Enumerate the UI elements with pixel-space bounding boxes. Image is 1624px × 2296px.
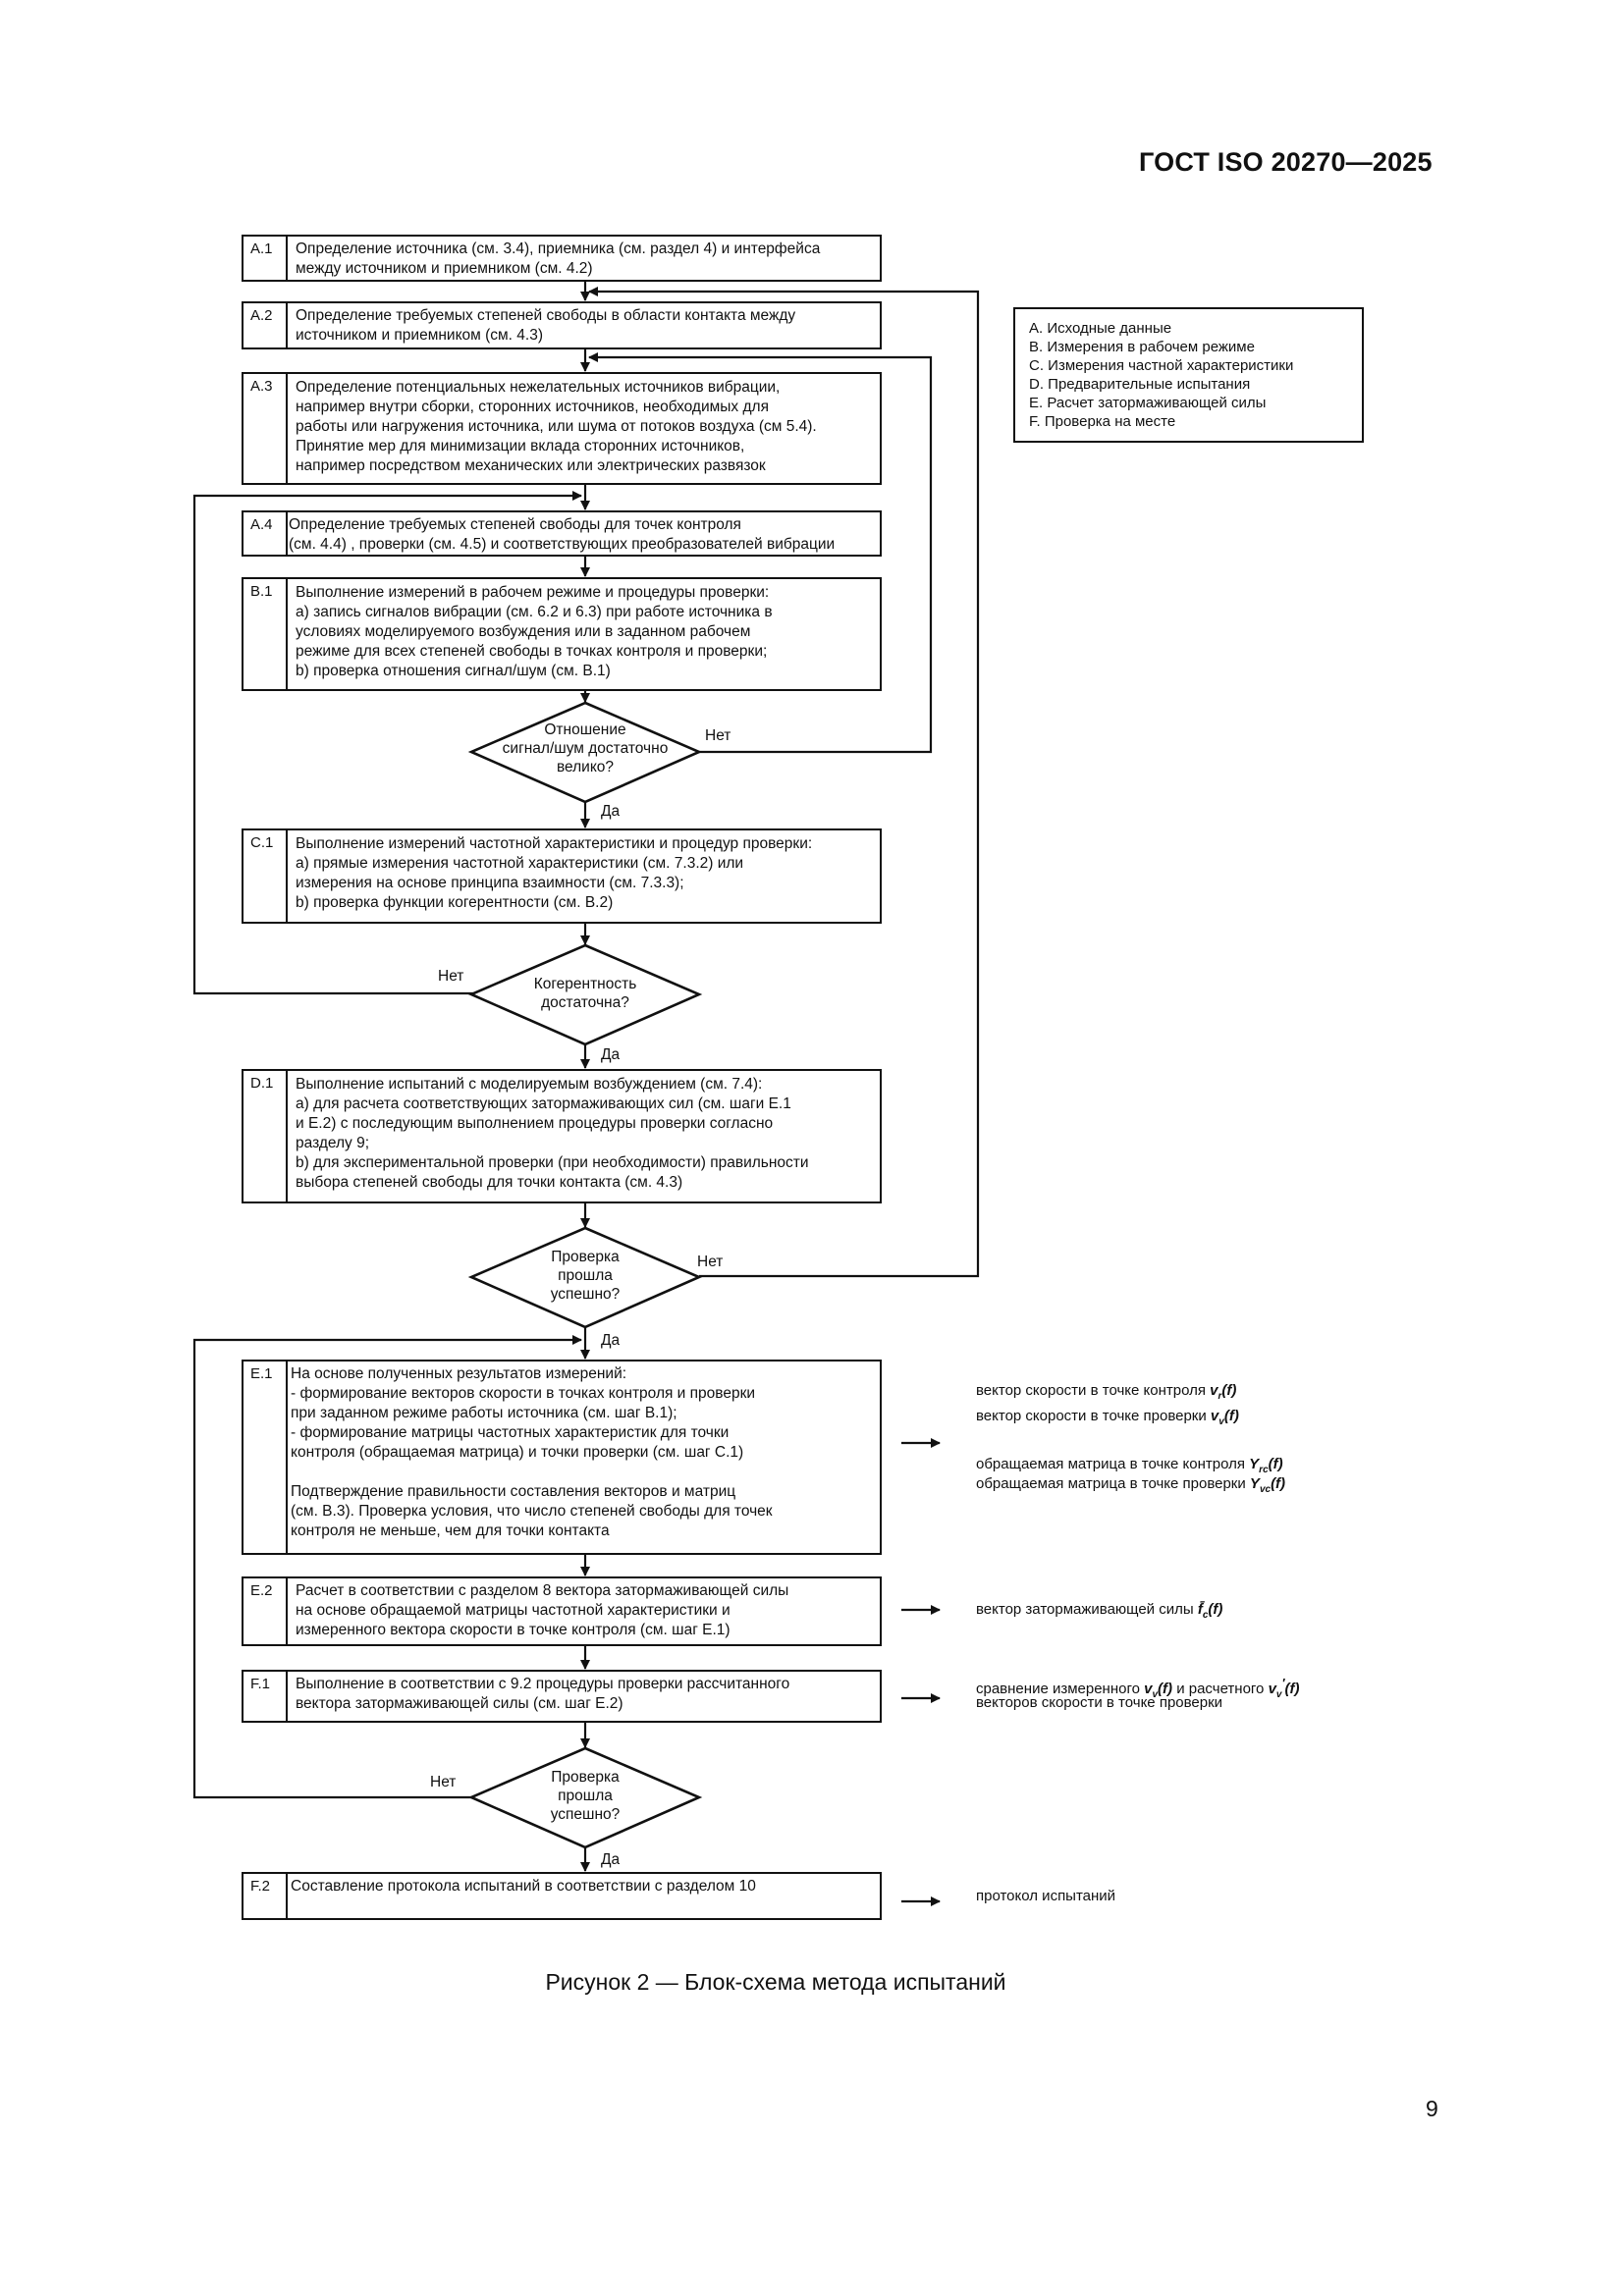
- output-velocity-verify: вектор скорости в точке проверки vv(f): [976, 1408, 1239, 1427]
- step-code: A.2: [244, 303, 288, 347]
- decision-check2-no-label: Нет: [430, 1774, 457, 1790]
- step-text: Определение требуемых степеней свободы в…: [296, 307, 796, 344]
- decision-check1-yes-label: Да: [601, 1332, 621, 1349]
- legend-box: A. Исходные данные B. Измерения в рабоче…: [1013, 307, 1364, 443]
- output-velocity-control: вектор скорости в точке контроля vr(f): [976, 1382, 1237, 1402]
- step-a4: A.4 Определение требуемых степеней свобо…: [242, 510, 882, 557]
- step-code: F.2: [244, 1874, 288, 1918]
- step-text: Определение источника (см. 3.4), приемни…: [296, 240, 821, 277]
- decision-check1-shape: [467, 1226, 703, 1329]
- decision-check2-shape: [467, 1746, 703, 1849]
- legend-item: A. Исходные данные: [1029, 320, 1172, 337]
- step-code: D.1: [244, 1071, 288, 1201]
- legend-item: B. Измерения в рабочем режиме: [1029, 339, 1255, 355]
- step-b1: B.1 Выполнение измерений в рабочем режим…: [242, 577, 882, 691]
- step-text: Составление протокола испытаний в соотве…: [291, 1878, 756, 1895]
- loop-chk1-no: [588, 287, 980, 1278]
- step-code: A.3: [244, 374, 288, 483]
- loop-coh-no: [192, 491, 582, 995]
- output-comparison: сравнение измеренного vv(f) и расчетного…: [976, 1677, 1300, 1700]
- decision-coherence-shape: [467, 943, 703, 1046]
- step-code: C.1: [244, 830, 288, 922]
- step-code: F.1: [244, 1672, 288, 1721]
- step-code: E.1: [244, 1362, 288, 1553]
- legend-item: F. Проверка на месте: [1029, 413, 1176, 430]
- decision-check2-text: Проверка прошла успешно?: [550, 1769, 621, 1823]
- output-matrix-verify: обращаемая матрица в точке проверки Yvc(…: [976, 1475, 1286, 1495]
- decision-coherence-no-label: Нет: [438, 968, 464, 985]
- step-a2: A.2 Определение требуемых степеней свобо…: [242, 301, 882, 349]
- step-code: A.4: [244, 512, 288, 555]
- page-number: 9: [1426, 2096, 1438, 2121]
- step-code: A.1: [244, 237, 288, 280]
- decision-check1-no-label: Нет: [697, 1254, 724, 1270]
- step-text: Определение потенциальных нежелательных …: [296, 379, 817, 474]
- decision-check2-yes-label: Да: [601, 1851, 621, 1868]
- step-text: На основе полученных результатов измерен…: [291, 1365, 773, 1539]
- decision-snr-shape: [467, 701, 703, 804]
- step-a1: A.1 Определение источника (см. 3.4), при…: [242, 235, 882, 282]
- output-blocked-force: вектор затормаживающей силы f̄c(f): [976, 1601, 1223, 1621]
- decision-snr-text: Отношение сигнал/шум достаточно велико?: [502, 721, 669, 775]
- step-text: Определение требуемых степеней свободы д…: [289, 516, 836, 553]
- decision-coherence-text: Когерентность достаточна?: [533, 976, 637, 1011]
- output-comparison-line2: векторов скорости в точке проверки: [976, 1694, 1223, 1711]
- step-c1: C.1 Выполнение измерений частотной харак…: [242, 828, 882, 924]
- legend-item: C. Измерения частной характеристики: [1029, 357, 1294, 374]
- decision-check1-text: Проверка прошла успешно?: [550, 1249, 621, 1303]
- output-test-report: протокол испытаний: [976, 1888, 1116, 1904]
- step-e2: E.2 Расчет в соответствии с разделом 8 в…: [242, 1576, 882, 1646]
- step-text: Выполнение в соответствии с 9.2 процедур…: [296, 1676, 790, 1712]
- output-matrix-control: обращаемая матрица в точке контроля Yrc(…: [976, 1456, 1283, 1475]
- step-d1: D.1 Выполнение испытаний с моделируемым …: [242, 1069, 882, 1203]
- step-code: E.2: [244, 1578, 288, 1644]
- step-text: Выполнение измерений в рабочем режиме и …: [296, 584, 773, 679]
- step-text: Расчет в соответствии с разделом 8 векто…: [296, 1582, 789, 1638]
- step-a3: A.3 Определение потенциальных нежелатель…: [242, 372, 882, 485]
- legend-item: D. Предварительные испытания: [1029, 376, 1251, 393]
- step-text: Выполнение измерений частотной характери…: [296, 835, 813, 911]
- decision-coherence-yes-label: Да: [601, 1046, 621, 1063]
- decision-snr-no-label: Нет: [705, 727, 731, 744]
- loop-chk2-no: [192, 1335, 582, 1799]
- legend-item: E. Расчет затормаживающей силы: [1029, 395, 1267, 411]
- standard-header: ГОСТ ISO 20270—2025: [1139, 147, 1433, 177]
- step-text: Выполнение испытаний с моделируемым возб…: [296, 1076, 809, 1191]
- figure-caption: Рисунок 2 — Блок-схема метода испытаний: [545, 1969, 1006, 1995]
- loop-snr-no: [588, 352, 933, 754]
- step-e1: E.1 На основе полученных результатов изм…: [242, 1360, 882, 1555]
- step-code: B.1: [244, 579, 288, 689]
- step-f2: F.2 Составление протокола испытаний в со…: [242, 1872, 882, 1920]
- step-f1: F.1 Выполнение в соответствии с 9.2 проц…: [242, 1670, 882, 1723]
- decision-snr-yes-label: Да: [601, 803, 621, 820]
